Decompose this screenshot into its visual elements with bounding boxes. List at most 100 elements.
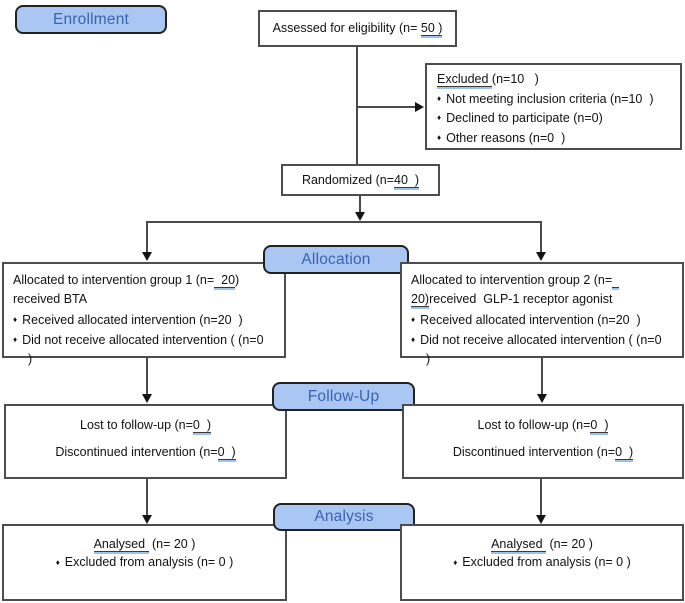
assessed-prefix: Assessed for eligibility (n= — [272, 21, 421, 36]
connector-line — [146, 479, 148, 516]
followup2-disc-prefix: Discontinued intervention (n= — [452, 444, 616, 459]
followup2-discontinued-line: Discontinued intervention (n=0 ) — [404, 444, 682, 461]
followup1-discontinued-line: Discontinued intervention (n=0 ) — [6, 444, 285, 461]
analysis2-title-line: Analysed (n= 20 ) — [402, 535, 682, 553]
alloc2-bullet-2: ♦ Did not receive allocated intervention… — [411, 331, 676, 350]
assessed-n-value: 50 ) — [420, 21, 443, 37]
arrow-down-icon — [142, 515, 152, 524]
analysis1-analysed: Analysed — [93, 537, 149, 552]
arrow-down-icon — [536, 252, 546, 261]
diamond-bullet-icon: ♦ — [411, 314, 416, 324]
stage-label-followup: Follow-Up — [272, 382, 415, 411]
analysis1-title-line: Analysed (n= 20 ) — [4, 535, 285, 553]
allocation-group2-box: Allocated to intervention group 2 (n= 20… — [400, 262, 684, 366]
followup1-lost-prefix: Lost to follow-up (n= — [80, 418, 193, 432]
alloc2-bullet-text: Did not receive allocated intervention (… — [420, 333, 662, 348]
alloc1-line2: received BTA — [13, 291, 88, 306]
followup-label: Follow-Up — [307, 387, 380, 405]
alloc1-continuation: ) — [28, 352, 33, 366]
allocation-group2-text: Allocated to intervention group 2 (n= 20… — [411, 271, 676, 309]
followup2-disc-n: 0 ) — [615, 444, 634, 460]
allocation-label: Allocation — [301, 250, 371, 268]
excluded-box: Excluded (n=10 ) ♦ Not meeting inclusion… — [425, 63, 682, 150]
excluded-bullet-text: Other reasons (n=0 ) — [446, 130, 566, 145]
analysis1-excluded-line: ♦ Excluded from analysis (n= 0 ) — [4, 553, 285, 571]
assessed-box: Assessed for eligibility (n= 50 ) — [258, 10, 457, 47]
alloc2-line2-rest: received GLP-1 receptor agonist — [429, 291, 613, 306]
arrow-down-icon — [355, 212, 365, 221]
diamond-bullet-icon: ♦ — [437, 132, 442, 142]
arrow-down-icon — [142, 252, 152, 261]
allocation-group1-box: Allocated to intervention group 1 (n= 20… — [2, 262, 286, 366]
followup-group2-box: Lost to follow-up (n=0 ) Discontinued in… — [402, 404, 684, 479]
excluded-bullet-text: Declined to participate (n=0) — [446, 111, 603, 125]
excluded-title-rest: (n=10 ) — [491, 72, 539, 86]
diamond-bullet-icon: ♦ — [13, 314, 18, 324]
diamond-bullet-icon: ♦ — [437, 93, 442, 103]
connector-line — [146, 221, 148, 253]
connector-line — [356, 106, 417, 108]
alloc2-continuation: ) — [426, 352, 431, 366]
analysis-group1-box: Analysed (n= 20 ) ♦ Excluded from analysi… — [2, 524, 287, 601]
excluded-bullet-text: Not meeting inclusion criteria (n=10 ) — [446, 91, 654, 106]
alloc1-line1-prefix: Allocated to intervention group 1 (n= — [13, 273, 215, 287]
alloc1-bullet-2: ♦ Did not receive allocated intervention… — [13, 331, 278, 350]
randomized-prefix: Randomized (n= — [301, 172, 395, 187]
alloc1-bullet-1: ♦ Received allocated intervention (n=20 … — [13, 311, 278, 330]
randomized-box: Randomized (n=40 ) — [281, 164, 440, 196]
connector-line — [146, 358, 148, 396]
excluded-title: Excluded (n=10 ) — [437, 71, 672, 88]
alloc1-bullet-text: Did not receive allocated intervention (… — [22, 333, 264, 348]
diamond-bullet-icon: ♦ — [437, 113, 442, 122]
diamond-bullet-icon: ♦ — [411, 335, 416, 345]
analysis-group2-box: Analysed (n= 20 ) ♦ Excluded from analysi… — [400, 524, 684, 601]
analysis1-n-value: (n= 20 ) — [148, 537, 196, 551]
analysis1-excluded-text: Excluded from analysis (n= 0 ) — [64, 555, 234, 570]
followup1-disc-prefix: Discontinued intervention (n= — [55, 444, 218, 459]
arrow-down-icon — [537, 394, 547, 403]
randomized-text: Randomized (n=40 ) — [301, 172, 420, 189]
diamond-bullet-icon: ♦ — [453, 558, 458, 568]
diamond-bullet-icon: ♦ — [13, 335, 18, 345]
connector-line — [540, 221, 542, 253]
connector-line — [146, 221, 542, 223]
followup1-lost-n: 0 ) — [192, 418, 211, 433]
alloc1-line1-suffix: ) — [235, 273, 240, 287]
alloc2-bullet-text: Received allocated intervention (n=20 ) — [420, 312, 641, 327]
randomized-n-value: 40 ) — [394, 172, 420, 188]
excluded-bullet-2: ♦ Declined to participate (n=0) — [437, 110, 672, 127]
connector-line — [541, 358, 543, 396]
arrow-right-icon — [415, 102, 424, 112]
followup-group1-box: Lost to follow-up (n=0 ) Discontinued in… — [4, 404, 287, 479]
excluded-title-underlined: Excluded — [437, 72, 492, 87]
alloc2-line1-prefix: Allocated to intervention group 2 (n= — [411, 273, 613, 287]
alloc2-bullet-1: ♦ Received allocated intervention (n=20 … — [411, 311, 676, 330]
diamond-bullet-icon: ♦ — [55, 558, 60, 568]
arrow-down-icon — [536, 515, 546, 524]
followup2-lost-prefix: Lost to follow-up (n= — [477, 418, 591, 432]
connector-line — [356, 47, 358, 164]
followup1-lost-line: Lost to follow-up (n=0 ) — [6, 417, 285, 434]
excluded-bullet-1: ♦ Not meeting inclusion criteria (n=10 ) — [437, 91, 672, 108]
analysis-label: Analysis — [314, 508, 374, 525]
alloc1-n-value: 20 — [214, 273, 236, 288]
connector-line — [540, 479, 542, 516]
allocation-group1-text: Allocated to intervention group 1 (n= 20… — [13, 271, 278, 309]
followup2-lost-n: 0 ) — [590, 418, 609, 433]
analysis2-excluded-line: ♦ Excluded from analysis (n= 0 ) — [402, 553, 682, 571]
alloc2-n-value: 20) — [411, 291, 430, 307]
assessed-text: Assessed for eligibility (n= 50 ) — [273, 20, 443, 37]
followup1-disc-n: 0 ) — [217, 444, 236, 460]
connector-line — [359, 196, 361, 213]
arrow-down-icon — [142, 394, 152, 403]
stage-label-enrollment: Enrollment — [15, 5, 167, 34]
stage-label-analysis: Analysis — [273, 503, 415, 531]
enrollment-label: Enrollment — [52, 10, 130, 28]
analysis2-analysed: Analysed — [491, 537, 546, 552]
alloc2-underline-gap — [612, 273, 620, 288]
analysis2-n-value: (n= 20 ) — [546, 537, 593, 551]
analysis2-excluded-text: Excluded from analysis (n= 0 ) — [462, 555, 631, 570]
excluded-bullet-3: ♦ Other reasons (n=0 ) — [437, 130, 672, 147]
stage-label-allocation: Allocation — [263, 245, 409, 274]
